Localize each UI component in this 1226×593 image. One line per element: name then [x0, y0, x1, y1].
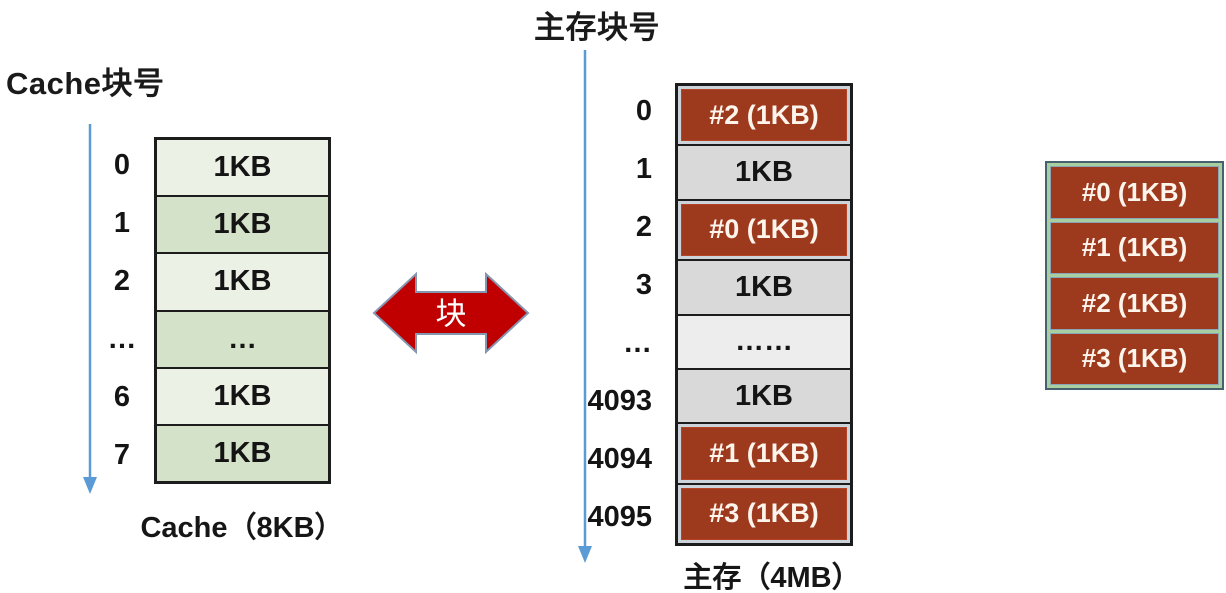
- cache-down-arrow: [83, 124, 97, 494]
- memory-row-label: 4093: [587, 384, 652, 417]
- memory-block-cell: #0 (1KB): [678, 198, 850, 260]
- memory-row-label: …: [623, 326, 652, 359]
- memory-row-labels: 0 1 2 3 … 4093 4094 4095: [567, 83, 662, 546]
- memory-row-label: 1: [635, 153, 652, 186]
- cache-row-label: 1: [113, 207, 131, 240]
- memory-block-cell: 1KB: [678, 144, 850, 199]
- memory-block-cell: #2 (1KB): [678, 86, 850, 145]
- program-block: #3 (1KB): [1050, 332, 1219, 385]
- memory-row-label: 0: [635, 95, 652, 128]
- cache-caption: Cache（8KB）: [140, 512, 344, 544]
- block-transfer-arrow-label: 块: [436, 297, 467, 332]
- cache-row-label: 6: [113, 380, 131, 413]
- program-block: #1 (1KB): [1050, 221, 1219, 274]
- memory-down-arrow: [578, 50, 592, 563]
- cache-block-cell: 1KB: [157, 366, 328, 424]
- cache-row-label: 0: [113, 149, 131, 182]
- mapped-block: #3 (1KB): [681, 487, 847, 540]
- mapped-block: #2 (1KB): [681, 89, 847, 142]
- memory-block-cell: ……: [678, 313, 850, 368]
- memory-row-label: 3: [635, 269, 652, 302]
- memory-table: #2 (1KB)1KB#0 (1KB)1KB……1KB#1 (1KB)#3 (1…: [675, 83, 853, 546]
- mapped-block: #0 (1KB): [681, 203, 847, 257]
- cache-block-cell: 1KB: [157, 195, 328, 253]
- memory-row-label: 4095: [587, 500, 652, 533]
- cache-row-label: …: [107, 322, 137, 355]
- memory-row-label: 4094: [587, 442, 652, 475]
- cache-row-label: 2: [113, 265, 131, 298]
- memory-title: 主存块号: [534, 10, 660, 45]
- cache-down-arrow-head: [83, 477, 97, 494]
- cache-block-cell: 1KB: [157, 252, 328, 310]
- cache-block-cell: 1KB: [157, 423, 328, 482]
- program-block: #0 (1KB): [1050, 166, 1219, 219]
- cache-row-labels: 0 1 2 … 6 7: [100, 137, 144, 484]
- cache-block-cell: 1KB: [157, 140, 328, 196]
- memory-down-arrow-head: [578, 546, 592, 563]
- program-blocks-panel: #0 (1KB)#1 (1KB)#2 (1KB)#3 (1KB): [1045, 161, 1224, 390]
- memory-block-cell: 1KB: [678, 259, 850, 314]
- block-transfer-arrow: 块: [372, 271, 530, 355]
- mapped-block: #1 (1KB): [681, 427, 847, 480]
- memory-block-cell: 1KB: [678, 367, 850, 423]
- memory-caption: 主存（4MB）: [683, 562, 861, 593]
- cache-title: Cache块号: [6, 66, 165, 101]
- cache-row-label: 7: [113, 438, 131, 471]
- cache-block-cell: …: [157, 309, 328, 367]
- memory-block-cell: #1 (1KB): [678, 422, 850, 483]
- memory-block-cell: #3 (1KB): [678, 482, 850, 543]
- program-block: #2 (1KB): [1050, 277, 1219, 330]
- memory-row-label: 2: [635, 211, 652, 244]
- block-transfer-arrow-shape: [372, 271, 530, 355]
